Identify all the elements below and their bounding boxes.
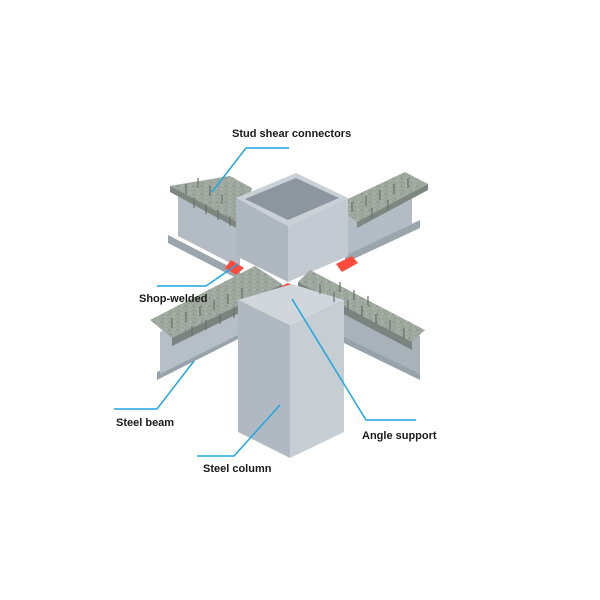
steel-column-upper (236, 173, 348, 282)
label-steel-beam: Steel beam (116, 417, 175, 429)
label-angle-support: Angle support (362, 430, 437, 442)
leader-line-stud (211, 147, 289, 193)
label-steel-column: Steel column (203, 463, 272, 475)
leader-line-shop (157, 263, 239, 287)
leader-line-angle (291, 298, 416, 421)
leader-line-beam (114, 360, 195, 410)
steel-column-lower (238, 284, 344, 458)
stud-shear-connectors (171, 178, 409, 338)
label-shop-welded: Shop-welded (139, 293, 208, 305)
back-right-beam (335, 172, 428, 263)
label-stud-shear-connectors: Stud shear connectors (232, 128, 352, 140)
leader-line-column (197, 404, 281, 457)
leader-lines (114, 147, 416, 457)
